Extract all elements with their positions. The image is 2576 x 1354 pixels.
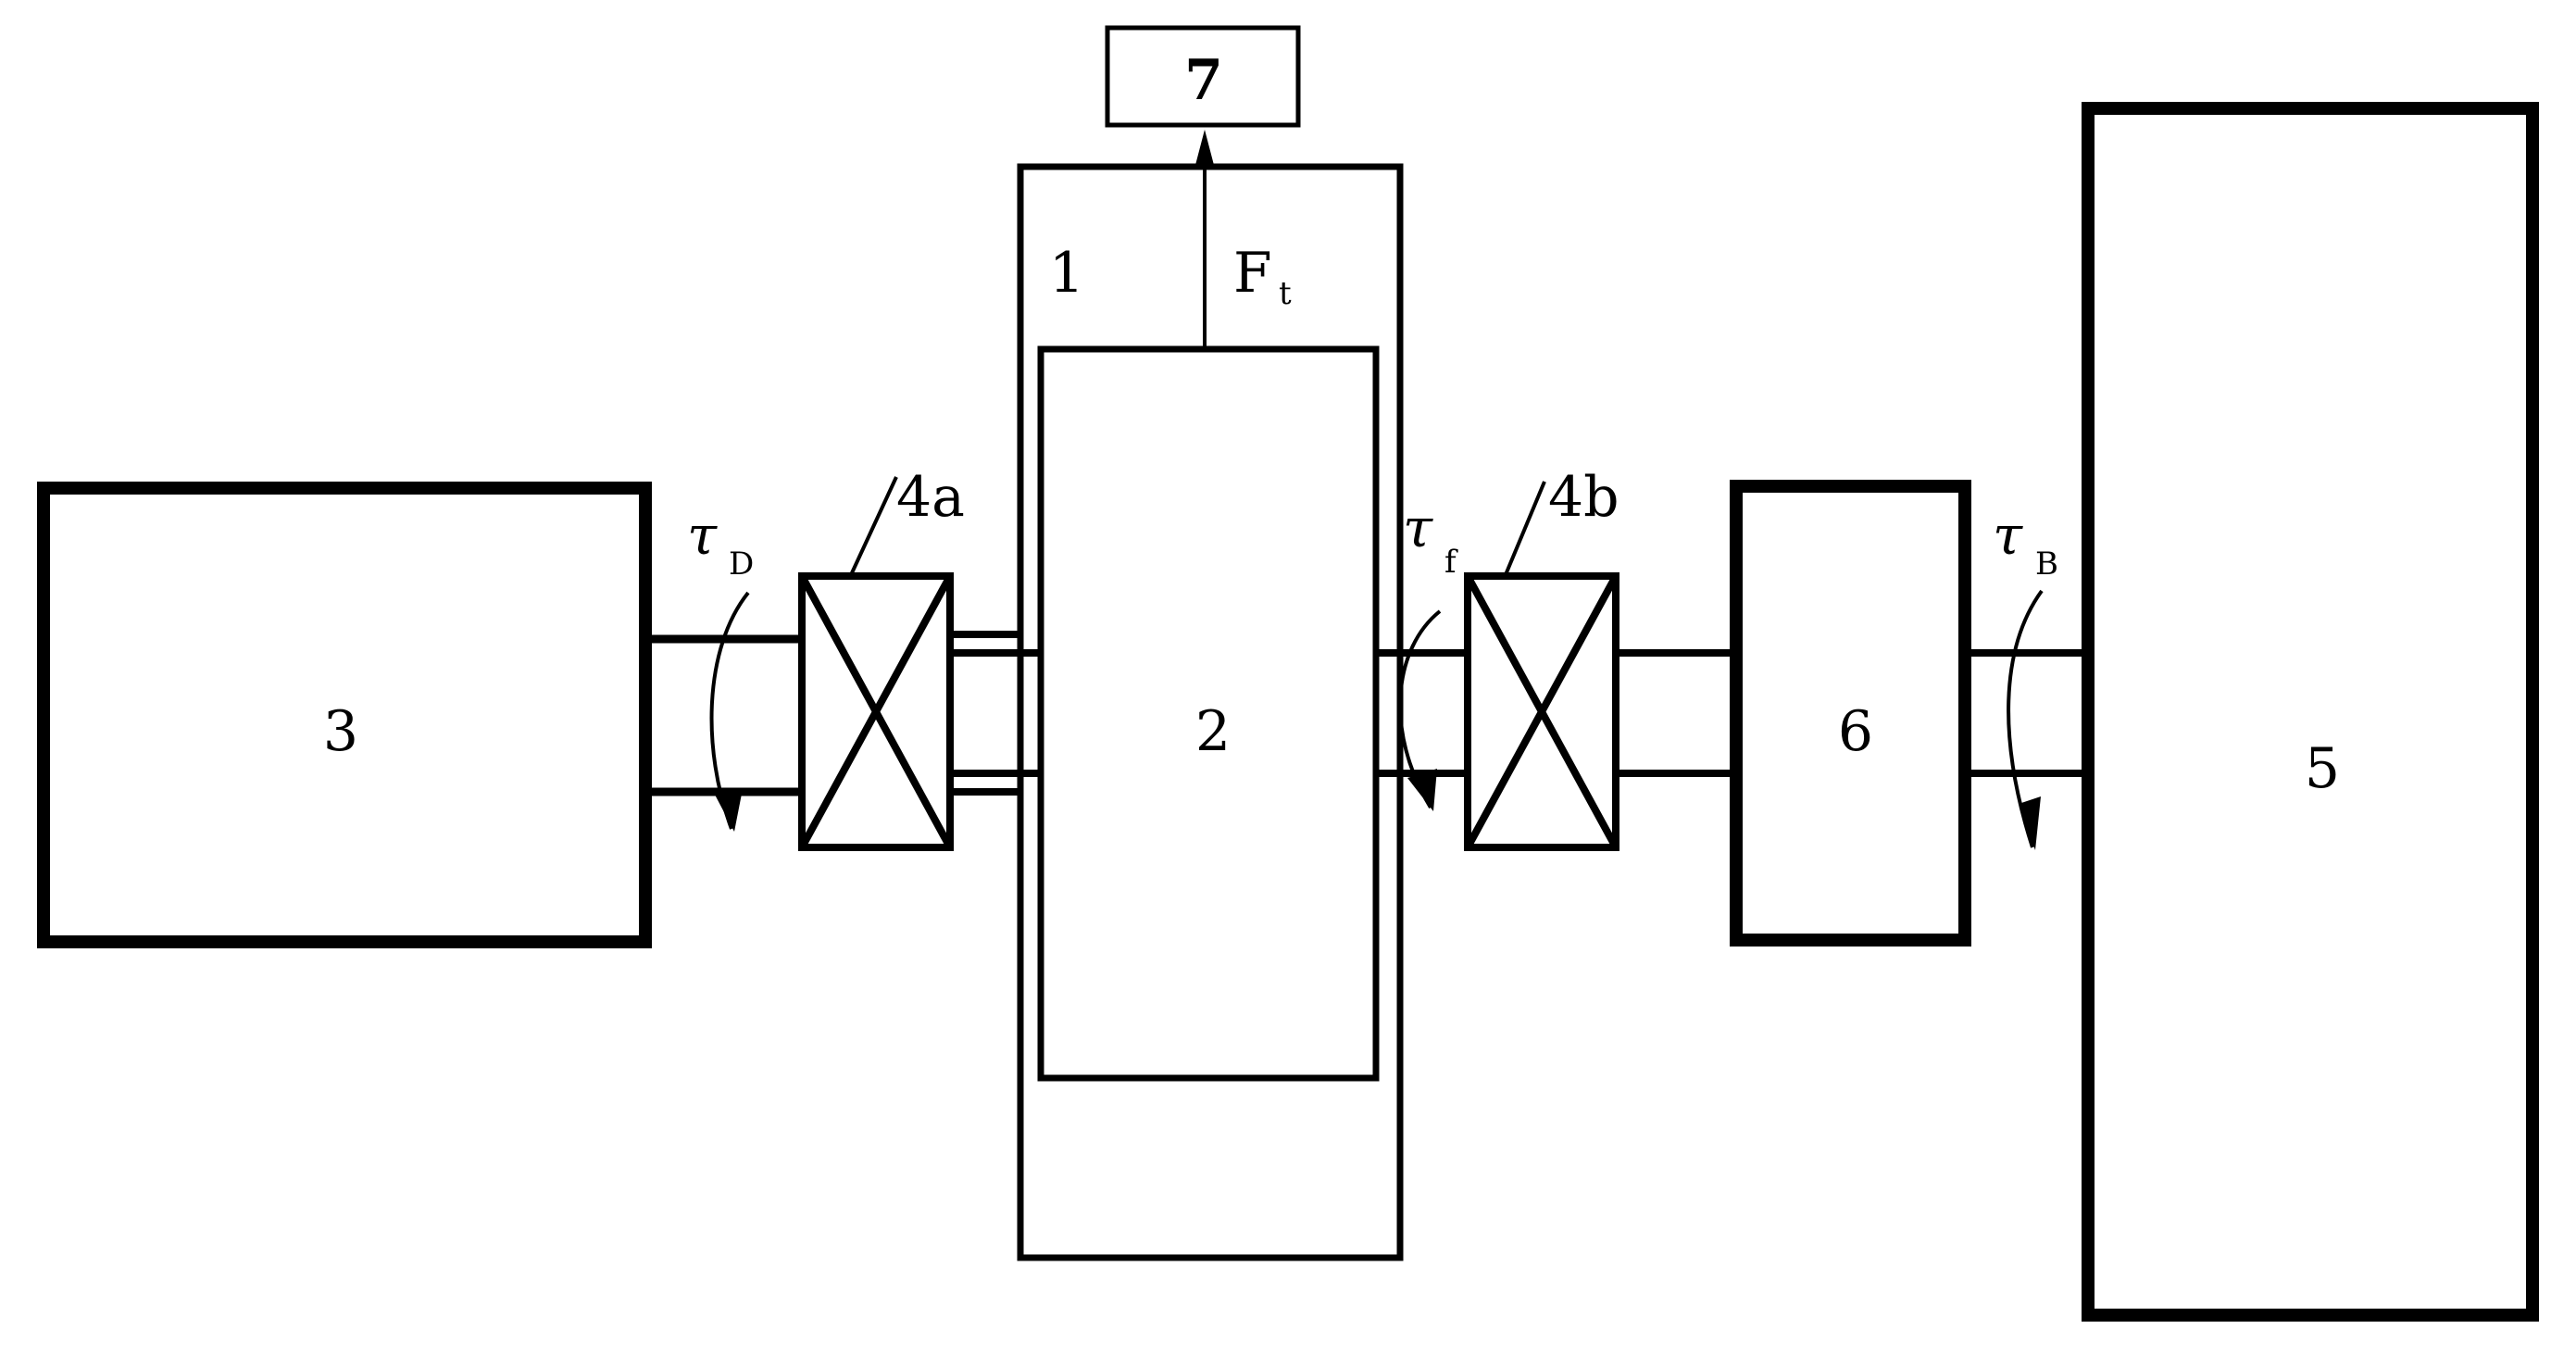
torque-drive-annotation: τ D <box>687 504 754 832</box>
coupling-block: 6 <box>1730 480 1971 947</box>
bearing-4b-leader <box>1503 481 1546 578</box>
bearing-4a: 4a <box>798 465 965 851</box>
force-arrow: F t <box>1194 130 1292 349</box>
torque-friction-symbol: τ <box>1403 496 1433 559</box>
torque-friction-subscript: f <box>1444 544 1458 581</box>
shaft-bearing-to-rotor-left <box>950 631 1041 796</box>
torque-brake-symbol: τ <box>1993 504 2023 567</box>
shaft-bearing-to-coupling <box>1616 649 1736 777</box>
drive-motor-label: 3 <box>323 699 358 764</box>
bearing-4b-label: 4b <box>1548 465 1619 530</box>
torque-brake-annotation: τ B <box>1993 504 2058 850</box>
housing-label: 1 <box>1049 241 1084 306</box>
torque-friction-arrowhead <box>1407 769 1437 811</box>
sensor-label: 7 <box>1184 48 1223 113</box>
torque-brake-subscript: B <box>2035 545 2058 583</box>
rotor-block: 2 <box>1037 345 1380 1082</box>
torque-drive-arrowhead <box>715 789 743 832</box>
force-subscript: t <box>1279 275 1292 312</box>
load-unit-block: 5 <box>2082 102 2539 1322</box>
shaft-coupling-to-load <box>1965 649 2083 777</box>
torque-friction-annotation: τ f <box>1398 496 1458 811</box>
coupling-label: 6 <box>1838 699 1873 764</box>
shaft-motor-to-bearing <box>645 634 801 796</box>
bearing-4a-label: 4a <box>896 465 965 530</box>
force-symbol: F <box>1233 241 1272 306</box>
bearing-4b: 4b <box>1464 465 1619 851</box>
rotor-label: 2 <box>1195 699 1231 764</box>
torque-brake-arrowhead <box>2019 796 2041 850</box>
torque-drive-subscript: D <box>729 545 754 583</box>
load-unit-label: 5 <box>2305 736 2340 801</box>
shaft-rotor-to-bearing-right <box>1376 649 1468 777</box>
drive-motor-block: 3 <box>37 482 652 948</box>
torque-drive-symbol: τ <box>687 504 718 567</box>
bearing-4a-leader <box>848 476 898 578</box>
sensor-block: 7 <box>1105 25 1301 128</box>
